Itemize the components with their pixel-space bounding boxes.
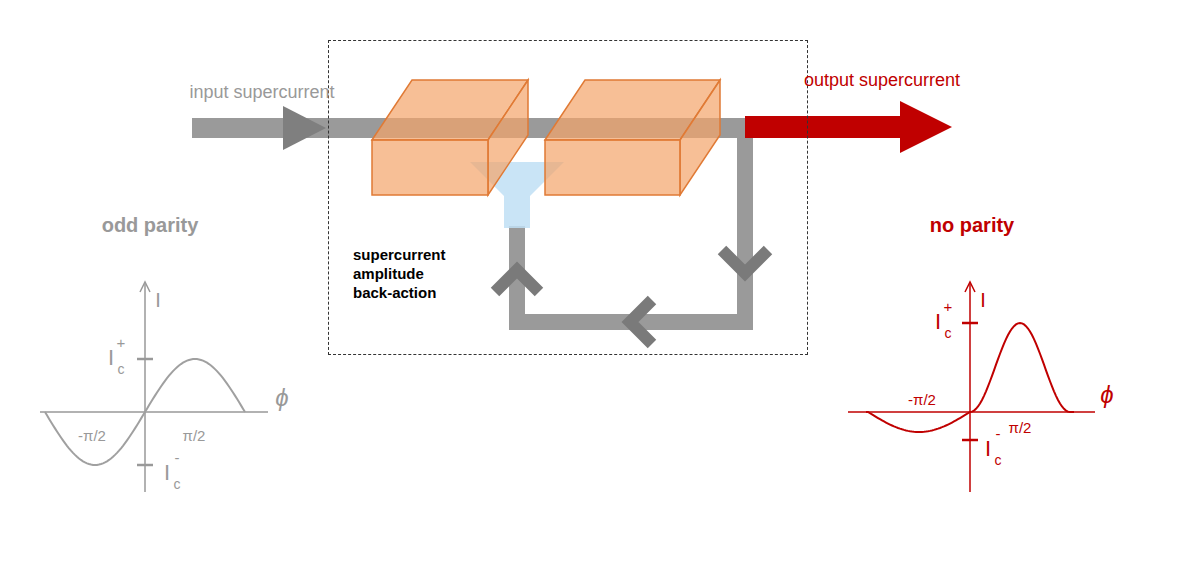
critical-current: c <box>945 325 952 341</box>
flow-chevron <box>495 270 539 292</box>
output-arrow <box>745 116 905 138</box>
output-arrowhead <box>900 101 952 153</box>
flow-label: output supercurrent <box>797 70 967 91</box>
current-phase-curve <box>866 323 1074 432</box>
axes <box>40 282 268 492</box>
flow-label: input supercurrent <box>187 82 337 103</box>
flow-chevron <box>630 300 652 344</box>
critical-current: I <box>985 436 991 461</box>
critical-current: I <box>164 460 170 485</box>
critical-current: - <box>996 425 1001 442</box>
current-phase-curve <box>45 359 245 465</box>
tick-label: π/2 <box>183 427 206 444</box>
tick-label: -π/2 <box>908 391 936 408</box>
dashed-boundary: supercurrent amplitude back-action <box>328 40 808 355</box>
superconductor-block <box>545 80 720 195</box>
axis-label: ϕ <box>275 384 288 412</box>
feedback-leg <box>737 128 753 330</box>
critical-current: c <box>995 452 1002 468</box>
superconductor-block <box>372 80 528 195</box>
plot-title: odd parity <box>102 214 199 237</box>
input-arrowhead <box>283 106 326 150</box>
flow-chevron <box>722 250 768 273</box>
critical-current: I <box>935 309 941 334</box>
critical-current: c <box>118 361 125 377</box>
plot-title: no parity <box>930 214 1014 237</box>
axes <box>848 282 1095 492</box>
tick-label: -π/2 <box>78 427 106 444</box>
critical-current: - <box>175 449 180 466</box>
axis-label: I <box>980 289 986 312</box>
tick-label: π/2 <box>1009 419 1032 436</box>
critical-current: c <box>174 476 181 492</box>
critical-current: I <box>108 345 114 370</box>
critical-current: + <box>944 298 953 315</box>
critical-current: + <box>117 334 126 351</box>
annotation-text: supercurrent amplitude back-action <box>353 245 465 302</box>
axis-label: ϕ <box>1100 381 1113 409</box>
axis-label: I <box>155 289 161 312</box>
